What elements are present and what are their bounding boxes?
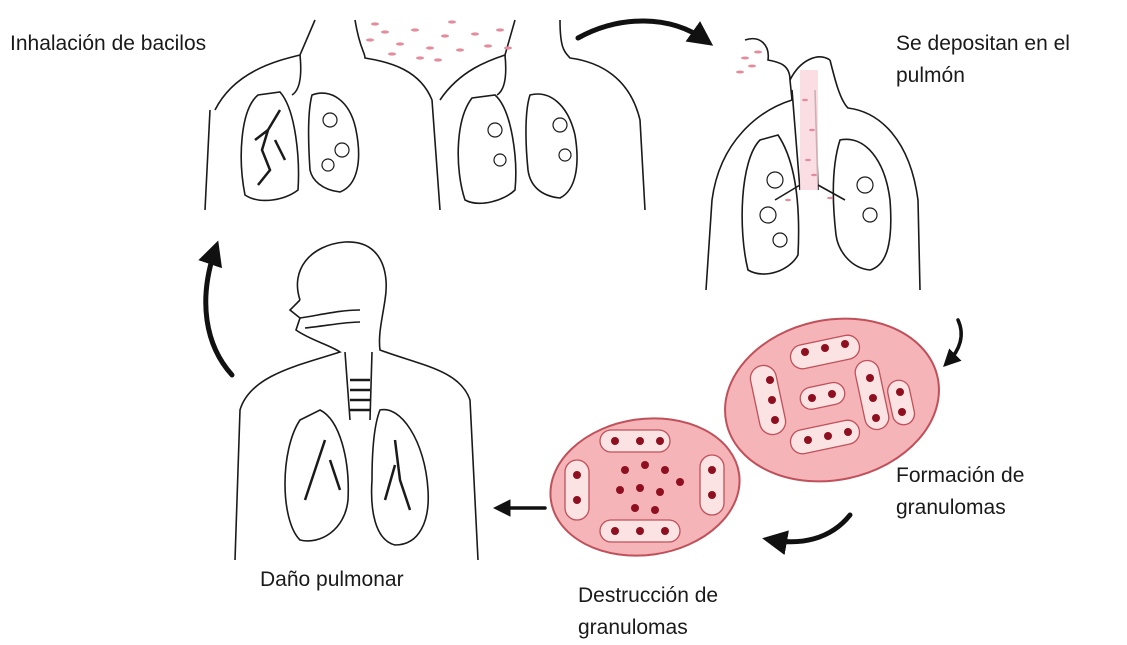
- granuloma-destruction: [541, 406, 748, 567]
- label-destruction-line1: Destrucción de: [578, 580, 718, 612]
- label-destruction-line2: granulomas: [578, 612, 718, 644]
- inhalation-figures: [205, 20, 645, 210]
- label-deposit: Se depositan en el pulmón: [896, 28, 1070, 92]
- arrow-deposit-to-formation: [948, 320, 961, 362]
- label-deposit-line1: Se depositan en el: [896, 28, 1070, 60]
- label-formation-line1: Formación de: [896, 460, 1024, 492]
- label-deposit-line2: pulmón: [896, 60, 1070, 92]
- label-damage: Daño pulmonar: [260, 564, 404, 596]
- label-formation-line2: granulomas: [896, 492, 1024, 524]
- bacilli-cloud: [366, 20, 512, 61]
- arrow-inhale-to-deposit: [578, 21, 705, 40]
- label-formation: Formación de granulomas: [896, 460, 1024, 524]
- arrow-damage-to-inhale: [206, 250, 232, 375]
- label-damage-text: Daño pulmonar: [260, 564, 404, 596]
- label-inhalation: Inhalación de bacilos: [10, 28, 206, 60]
- label-destruction: Destrucción de granulomas: [578, 580, 718, 644]
- arrow-formation-to-destruction: [772, 515, 850, 542]
- label-inhalation-text: Inhalación de bacilos: [10, 28, 206, 60]
- damage-figure: [235, 242, 478, 560]
